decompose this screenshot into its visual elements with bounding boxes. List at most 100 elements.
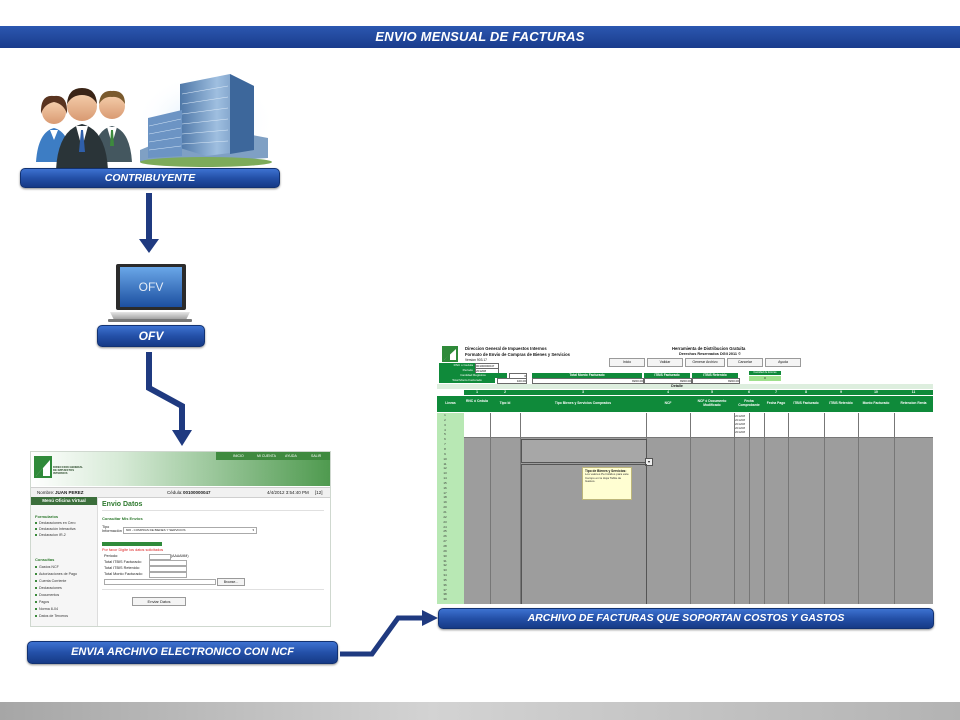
field-label: Total Monto Facturado <box>439 378 495 383</box>
row-number: 25 <box>443 529 447 534</box>
nav-mi-cuenta[interactable]: MI CUENTA <box>257 454 276 458</box>
spreadsheet-screenshot: Direccion General de Impuestos Internos … <box>437 344 933 604</box>
sidebar-item[interactable]: Gastos NCF <box>35 565 59 569</box>
itbis-facturado-input[interactable] <box>149 560 187 566</box>
date-cell: 201208 <box>735 414 746 418</box>
sidebar-item[interactable]: Norma 8-04 <box>35 607 58 611</box>
nav-inicio[interactable]: INICIO <box>233 454 244 458</box>
ofv-page-count: [12] <box>315 490 323 495</box>
field-label: Total ITBIS Facturado: <box>104 560 142 564</box>
colhead: Monto Facturado <box>862 401 890 405</box>
sheet-line-1: Direccion General de Impuestos Internos <box>465 346 547 351</box>
colnum: 11 <box>911 390 916 394</box>
elbow-arrow-icon <box>340 610 438 657</box>
row-number: 22 <box>443 514 447 519</box>
errores-caption: Cantidad de Errores <box>749 371 781 375</box>
itbis-retenido-input[interactable] <box>149 566 187 572</box>
dgii-logo-icon <box>34 456 52 478</box>
row-number: 16 <box>443 485 447 490</box>
summary-value: 8200.00 <box>692 378 740 384</box>
browse-button[interactable]: Browse... <box>217 578 245 586</box>
footer-bar <box>0 702 960 720</box>
row-number: 27 <box>443 539 447 544</box>
sidebar-item[interactable]: Declaración Interactiva <box>35 527 76 531</box>
total-cell[interactable]: 100.00 <box>497 378 527 384</box>
colhead: Fecha Comprobante <box>738 399 760 407</box>
row-number: 38 <box>443 592 447 597</box>
ofv-label: OFV <box>97 325 205 347</box>
laptop-screen-text: OFV <box>138 280 164 294</box>
page-title: ENVIO MENSUAL DE FACTURAS <box>375 29 585 44</box>
nav-ayuda[interactable]: AYUDA <box>285 454 297 458</box>
form-subheading[interactable]: Consultar Mis Envios <box>102 516 143 521</box>
sidebar-section-formularios: Formularios <box>35 514 59 519</box>
sidebar-item[interactable]: Documentos <box>35 593 59 597</box>
row-number: 24 <box>443 524 447 529</box>
summary-value: 8200.00 <box>532 378 644 384</box>
field-label: Total ITBIS Retenido: <box>104 566 140 570</box>
row-number: 30 <box>443 553 447 558</box>
colnum: 10 <box>874 390 878 394</box>
form-warning: Por favor Digite los datos solicitados <box>102 548 164 552</box>
field-label: Periodo: <box>104 554 119 558</box>
file-input[interactable] <box>104 579 216 585</box>
cedula-value: 00100000047 <box>183 490 211 495</box>
archivo-label: ARCHIVO DE FACTURAS QUE SOPORTAN COSTOS … <box>438 608 934 629</box>
nav-salir[interactable]: SALIR <box>311 454 322 458</box>
colhead: Tipo Bienes y Servicios Comprados <box>554 401 612 405</box>
colhead: Fecha Pago <box>766 401 786 405</box>
building-icon <box>135 74 275 170</box>
tipo-label: Tipo Información <box>102 525 122 534</box>
selected-cell[interactable] <box>521 439 647 463</box>
date-cell: 201208 <box>735 426 746 430</box>
contribuyente-illustration <box>36 74 275 170</box>
sidebar-item[interactable]: Autorizaciones de Pago <box>35 572 77 576</box>
validar-button[interactable]: Validar <box>647 358 683 367</box>
user-label: Nombre: <box>37 490 55 495</box>
form-heading: Envio Datos <box>102 501 143 508</box>
colhead: RNC ó Cedula <box>466 399 488 403</box>
colnum: 3 <box>582 390 584 394</box>
tooltip-text: Los valores Permitidos para este Campo e… <box>585 472 629 484</box>
row-number: 14 <box>443 476 447 481</box>
field-label: Cantidad Registros <box>439 373 507 378</box>
enviar-datos-button[interactable]: Enviar Datos <box>132 597 186 606</box>
colnum: 7 <box>775 390 777 394</box>
row-number: 4 <box>444 427 446 432</box>
colnum-row <box>464 390 933 395</box>
chevron-down-icon[interactable]: ▾ <box>645 458 653 466</box>
colnum: 4 <box>667 390 669 394</box>
data-rows[interactable] <box>464 413 933 438</box>
date-cell: 201208 <box>735 418 746 422</box>
row-number: 11 <box>443 461 447 466</box>
summary-value: 8200.00 <box>644 378 692 384</box>
sidebar-item[interactable]: Declaraciones <box>35 586 62 590</box>
monto-facturado-input[interactable] <box>149 572 187 578</box>
colnum: 6 <box>748 390 750 394</box>
date-cell: 201208 <box>735 422 746 426</box>
sidebar-item[interactable]: Declaracion IR-2 <box>35 533 66 537</box>
colhead: ITBIS Retenido <box>829 401 853 405</box>
generar-archivo-button[interactable]: Generar Archivo <box>685 358 725 367</box>
cedula-label: Cédula: <box>167 490 183 495</box>
tipo-select[interactable]: 606 - COMPRAS DE BIENES Y SERVICIOS ▾ <box>123 527 257 534</box>
colnum: 2 <box>504 390 506 394</box>
dgii-logo-icon <box>442 346 458 362</box>
people-icon <box>36 88 132 170</box>
sidebar-item[interactable]: Pagos <box>35 600 49 604</box>
sidebar-section-consultas: Consultas <box>35 557 55 562</box>
periodo-input[interactable] <box>149 554 171 560</box>
title-bar: ENVIO MENSUAL DE FACTURAS <box>0 26 960 48</box>
row-number: 18 <box>443 495 447 500</box>
row-number: 28 <box>443 543 447 548</box>
sidebar-item[interactable]: Cuenta Corriente <box>35 579 66 583</box>
cancelar-button[interactable]: Cancelar <box>727 358 763 367</box>
sidebar-item[interactable]: Datos de Terceros <box>35 614 68 618</box>
sidebar-item[interactable]: Declaraciones en Cero <box>35 521 76 525</box>
inicio-button[interactable]: Inicio <box>609 358 645 367</box>
ayuda-button[interactable]: Ayuda <box>765 358 801 367</box>
laptop-icon <box>108 264 192 322</box>
row-number: 15 <box>443 480 447 485</box>
elbow-arrow-icon <box>146 352 192 446</box>
